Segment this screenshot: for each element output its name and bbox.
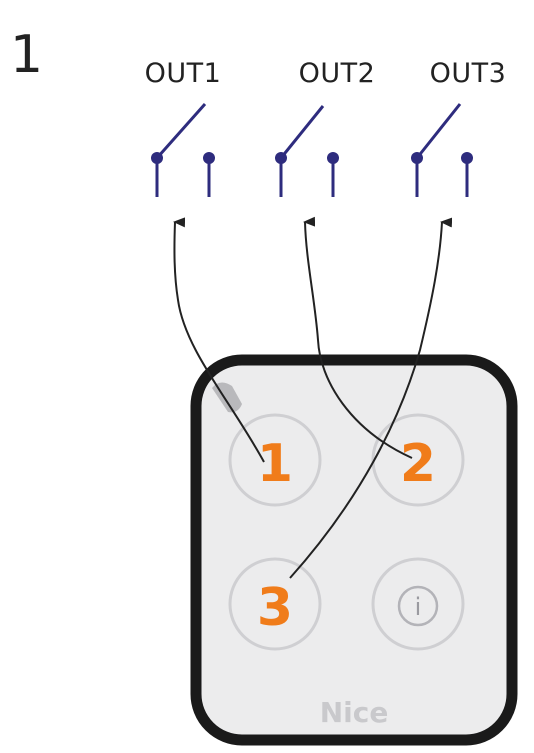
info-icon (397, 585, 439, 627)
arrow-button-1-to-out1 (173, 217, 265, 463)
button-3[interactable]: 3 (228, 557, 322, 651)
switch-icon-out2 (275, 105, 339, 197)
arrow-button-2-to-out2 (303, 216, 413, 459)
arrow-button-3-to-out3 (289, 217, 453, 579)
brand-logo: Nice (320, 696, 389, 729)
remote-control: 1 2 3 i Nice (190, 354, 518, 746)
switch-icon-out3 (411, 103, 473, 197)
button-1[interactable]: 1 (228, 413, 322, 507)
button-3-label: 3 (257, 578, 293, 638)
output-label-out3: OUT3 (430, 58, 507, 89)
step-number: 1 (10, 25, 43, 85)
switch-icon-out1 (151, 103, 215, 197)
button-info[interactable]: i (371, 557, 465, 651)
output-label-out1: OUT1 (145, 58, 222, 89)
button-info-label: i (415, 593, 422, 621)
mapping-arrows (173, 216, 453, 579)
button-2[interactable]: 2 (371, 413, 465, 507)
button-1-label: 1 (257, 434, 293, 494)
button-2-label: 2 (400, 434, 436, 494)
output-label-out2: OUT2 (299, 58, 376, 89)
